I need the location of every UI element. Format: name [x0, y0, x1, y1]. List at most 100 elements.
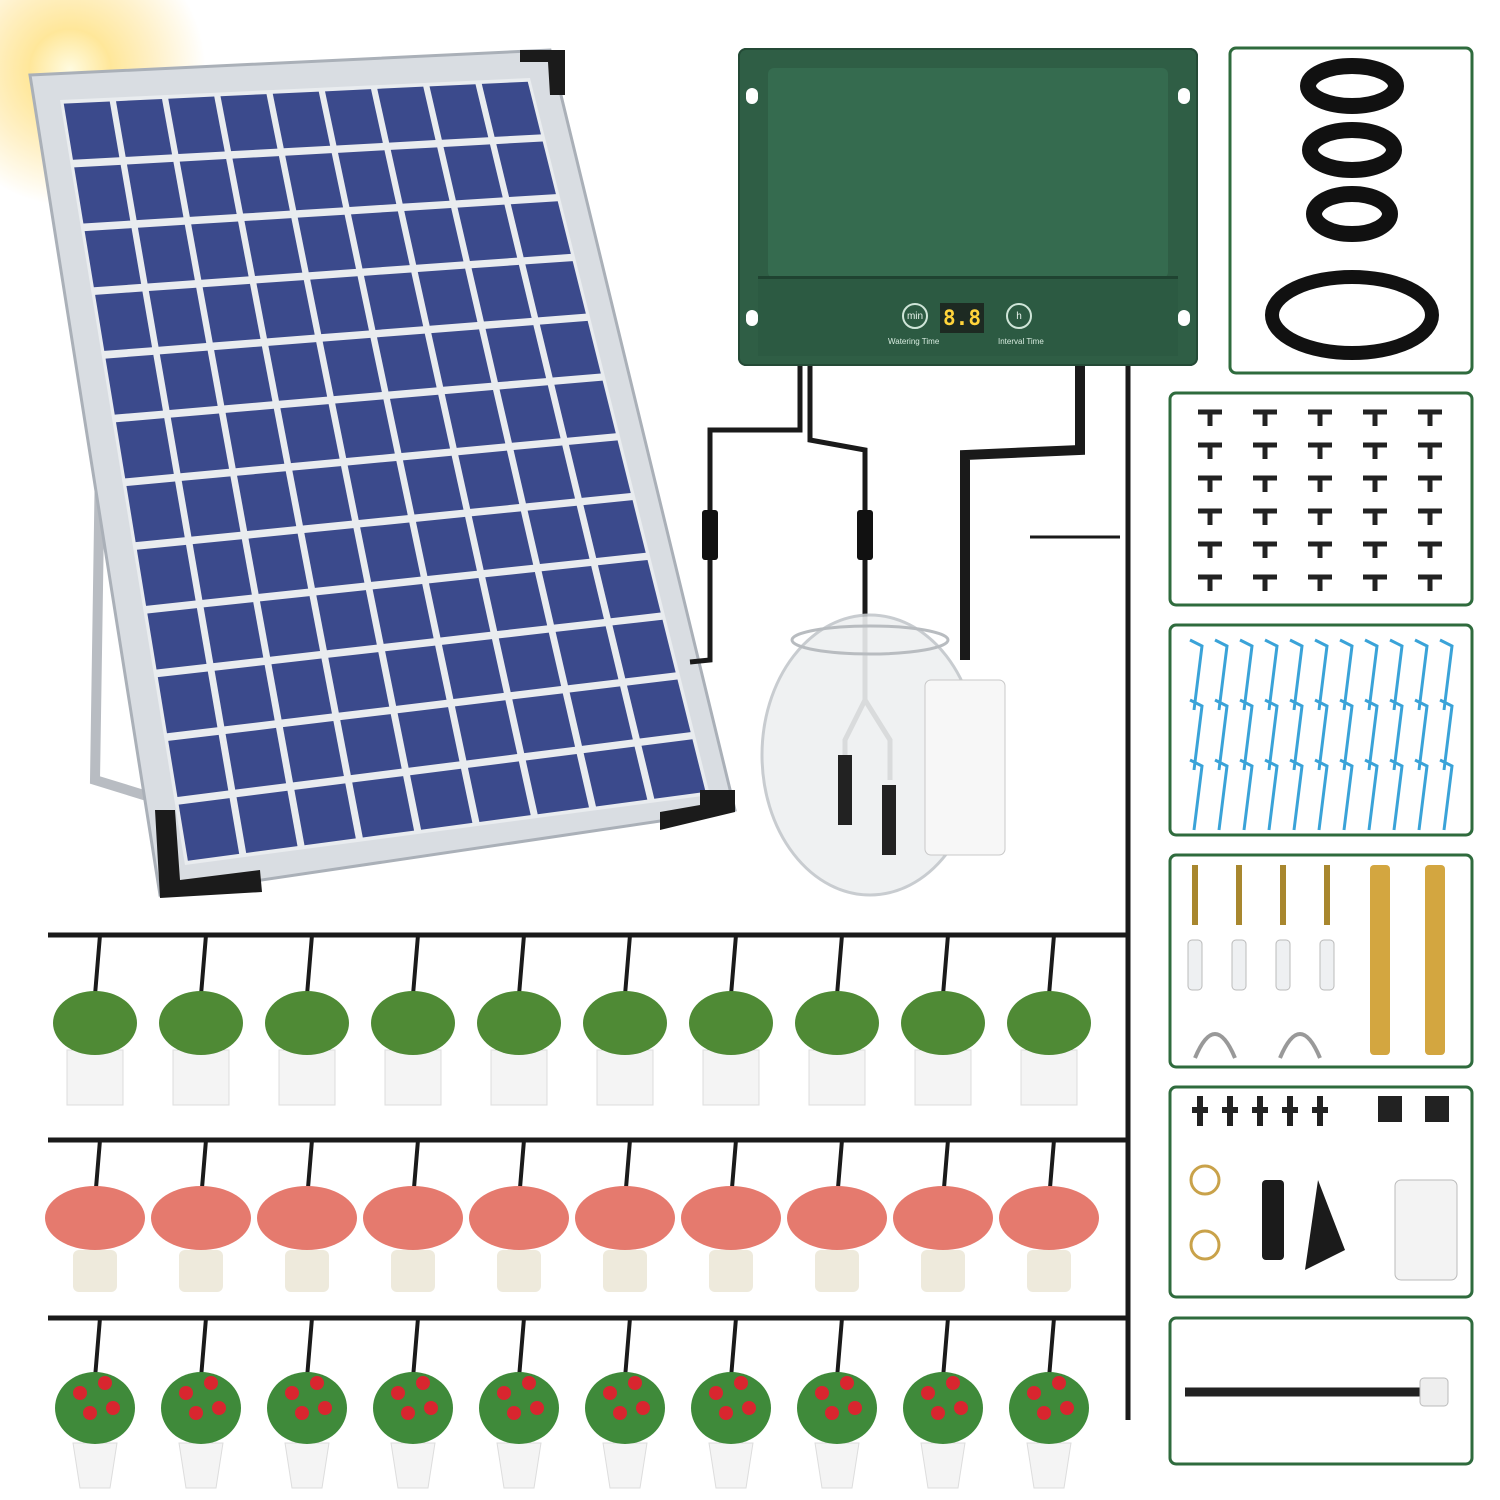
solar-cell [335, 399, 395, 459]
red-leaf-plant [999, 1186, 1099, 1250]
solar-cell [498, 632, 562, 693]
solar-cell [225, 727, 287, 790]
drip-stake [1239, 758, 1254, 831]
rose-flower [709, 1386, 723, 1400]
solar-cell [467, 761, 531, 822]
red-leaf-plant [575, 1186, 675, 1250]
solar-cell [63, 101, 120, 160]
drip-stake [1414, 758, 1429, 831]
rose-flower [742, 1401, 756, 1415]
tee-connector [1418, 541, 1442, 558]
tubing-coil [1300, 58, 1404, 114]
control-panel: min 8.8 h Watering Time Interval Time [758, 276, 1178, 356]
tubing-coil [1306, 186, 1398, 242]
rose-flower [391, 1386, 405, 1400]
plant-pot [602, 1442, 648, 1489]
drip-tube [93, 934, 102, 996]
drip-stake [1214, 638, 1229, 711]
tee-connector [1418, 475, 1442, 492]
solar-cell [513, 445, 575, 504]
solar-cell [268, 342, 328, 401]
solar-cell [136, 544, 196, 606]
solar-cell [84, 228, 142, 288]
plant-pot [914, 1049, 972, 1106]
rose-flower [921, 1386, 935, 1400]
rose-flower [1052, 1376, 1066, 1390]
rose-flower [522, 1376, 536, 1390]
green-plant [371, 991, 455, 1055]
inlet-filter [1394, 1179, 1458, 1281]
hour-button[interactable]: h [1006, 303, 1032, 329]
solar-cell [292, 466, 352, 526]
rose-plant [479, 1372, 559, 1444]
solar-cell [294, 783, 356, 846]
spring-clip [1189, 1229, 1221, 1261]
rose-flower [1027, 1386, 1041, 1400]
rose-flower [416, 1376, 430, 1390]
drip-tube [1047, 934, 1056, 996]
green-plant [689, 991, 773, 1055]
solar-cell [415, 516, 477, 576]
tee-connector [1308, 409, 1332, 426]
mount-hole [1178, 88, 1190, 104]
solar-cell [232, 156, 290, 214]
plant-pot [390, 1442, 436, 1489]
solar-cell [496, 141, 556, 198]
solar-cell [322, 337, 382, 397]
tee-connector [1198, 475, 1222, 492]
rose-plant [373, 1372, 453, 1444]
plant-pot [709, 1250, 753, 1292]
min-button[interactable]: min [902, 303, 928, 329]
solar-cell [282, 720, 344, 783]
corner-guard [520, 50, 565, 95]
rose-flower [931, 1406, 945, 1420]
tee-connector [1198, 442, 1222, 459]
solar-cell [597, 559, 661, 619]
drip-stake [1189, 638, 1204, 711]
solar-cell [338, 150, 397, 207]
solar-cell [376, 333, 437, 392]
solar-cell [541, 565, 604, 625]
solar-cell [202, 283, 261, 343]
solar-cell [431, 329, 492, 387]
tee-connector [1363, 574, 1387, 591]
plant-pot [278, 1049, 336, 1106]
tee-connector [1363, 409, 1387, 426]
sensor-probe [838, 755, 852, 825]
sensor-probe [882, 785, 896, 855]
solar-cell [583, 500, 646, 559]
solar-cell [389, 394, 451, 453]
tee-connector [1198, 574, 1222, 591]
solar-cell [429, 84, 489, 140]
plant-pot [72, 1442, 118, 1489]
drip-stake [1314, 698, 1329, 771]
drip-stake [1264, 698, 1279, 771]
plant-pot [702, 1049, 760, 1106]
tee-connector [1418, 409, 1442, 426]
solar-cell [444, 390, 506, 448]
tee-connector [1363, 475, 1387, 492]
tubing-coil [1265, 270, 1439, 360]
end-cap [1378, 1096, 1402, 1122]
spring-clip [1189, 1164, 1221, 1196]
plant-pot [285, 1250, 329, 1292]
solar-panel [28, 48, 737, 898]
plant-pot [284, 1442, 330, 1489]
rose-flower [401, 1406, 415, 1420]
solar-cell [272, 91, 331, 149]
solar-cell [539, 320, 601, 378]
solar-cell [402, 455, 464, 515]
red-leaf-plant [787, 1186, 887, 1250]
solar-cell [325, 89, 383, 146]
drip-stake [1239, 638, 1254, 711]
tee-connector [1418, 574, 1442, 591]
solar-cell [441, 639, 504, 699]
rose-flower [497, 1386, 511, 1400]
solar-cell [280, 404, 340, 464]
solar-cell [417, 268, 478, 326]
barb-connector [1222, 1096, 1238, 1126]
drip-stake [1264, 758, 1279, 831]
drip-tube [623, 934, 632, 996]
plant-pot [179, 1250, 223, 1292]
drip-tube [729, 1317, 738, 1379]
